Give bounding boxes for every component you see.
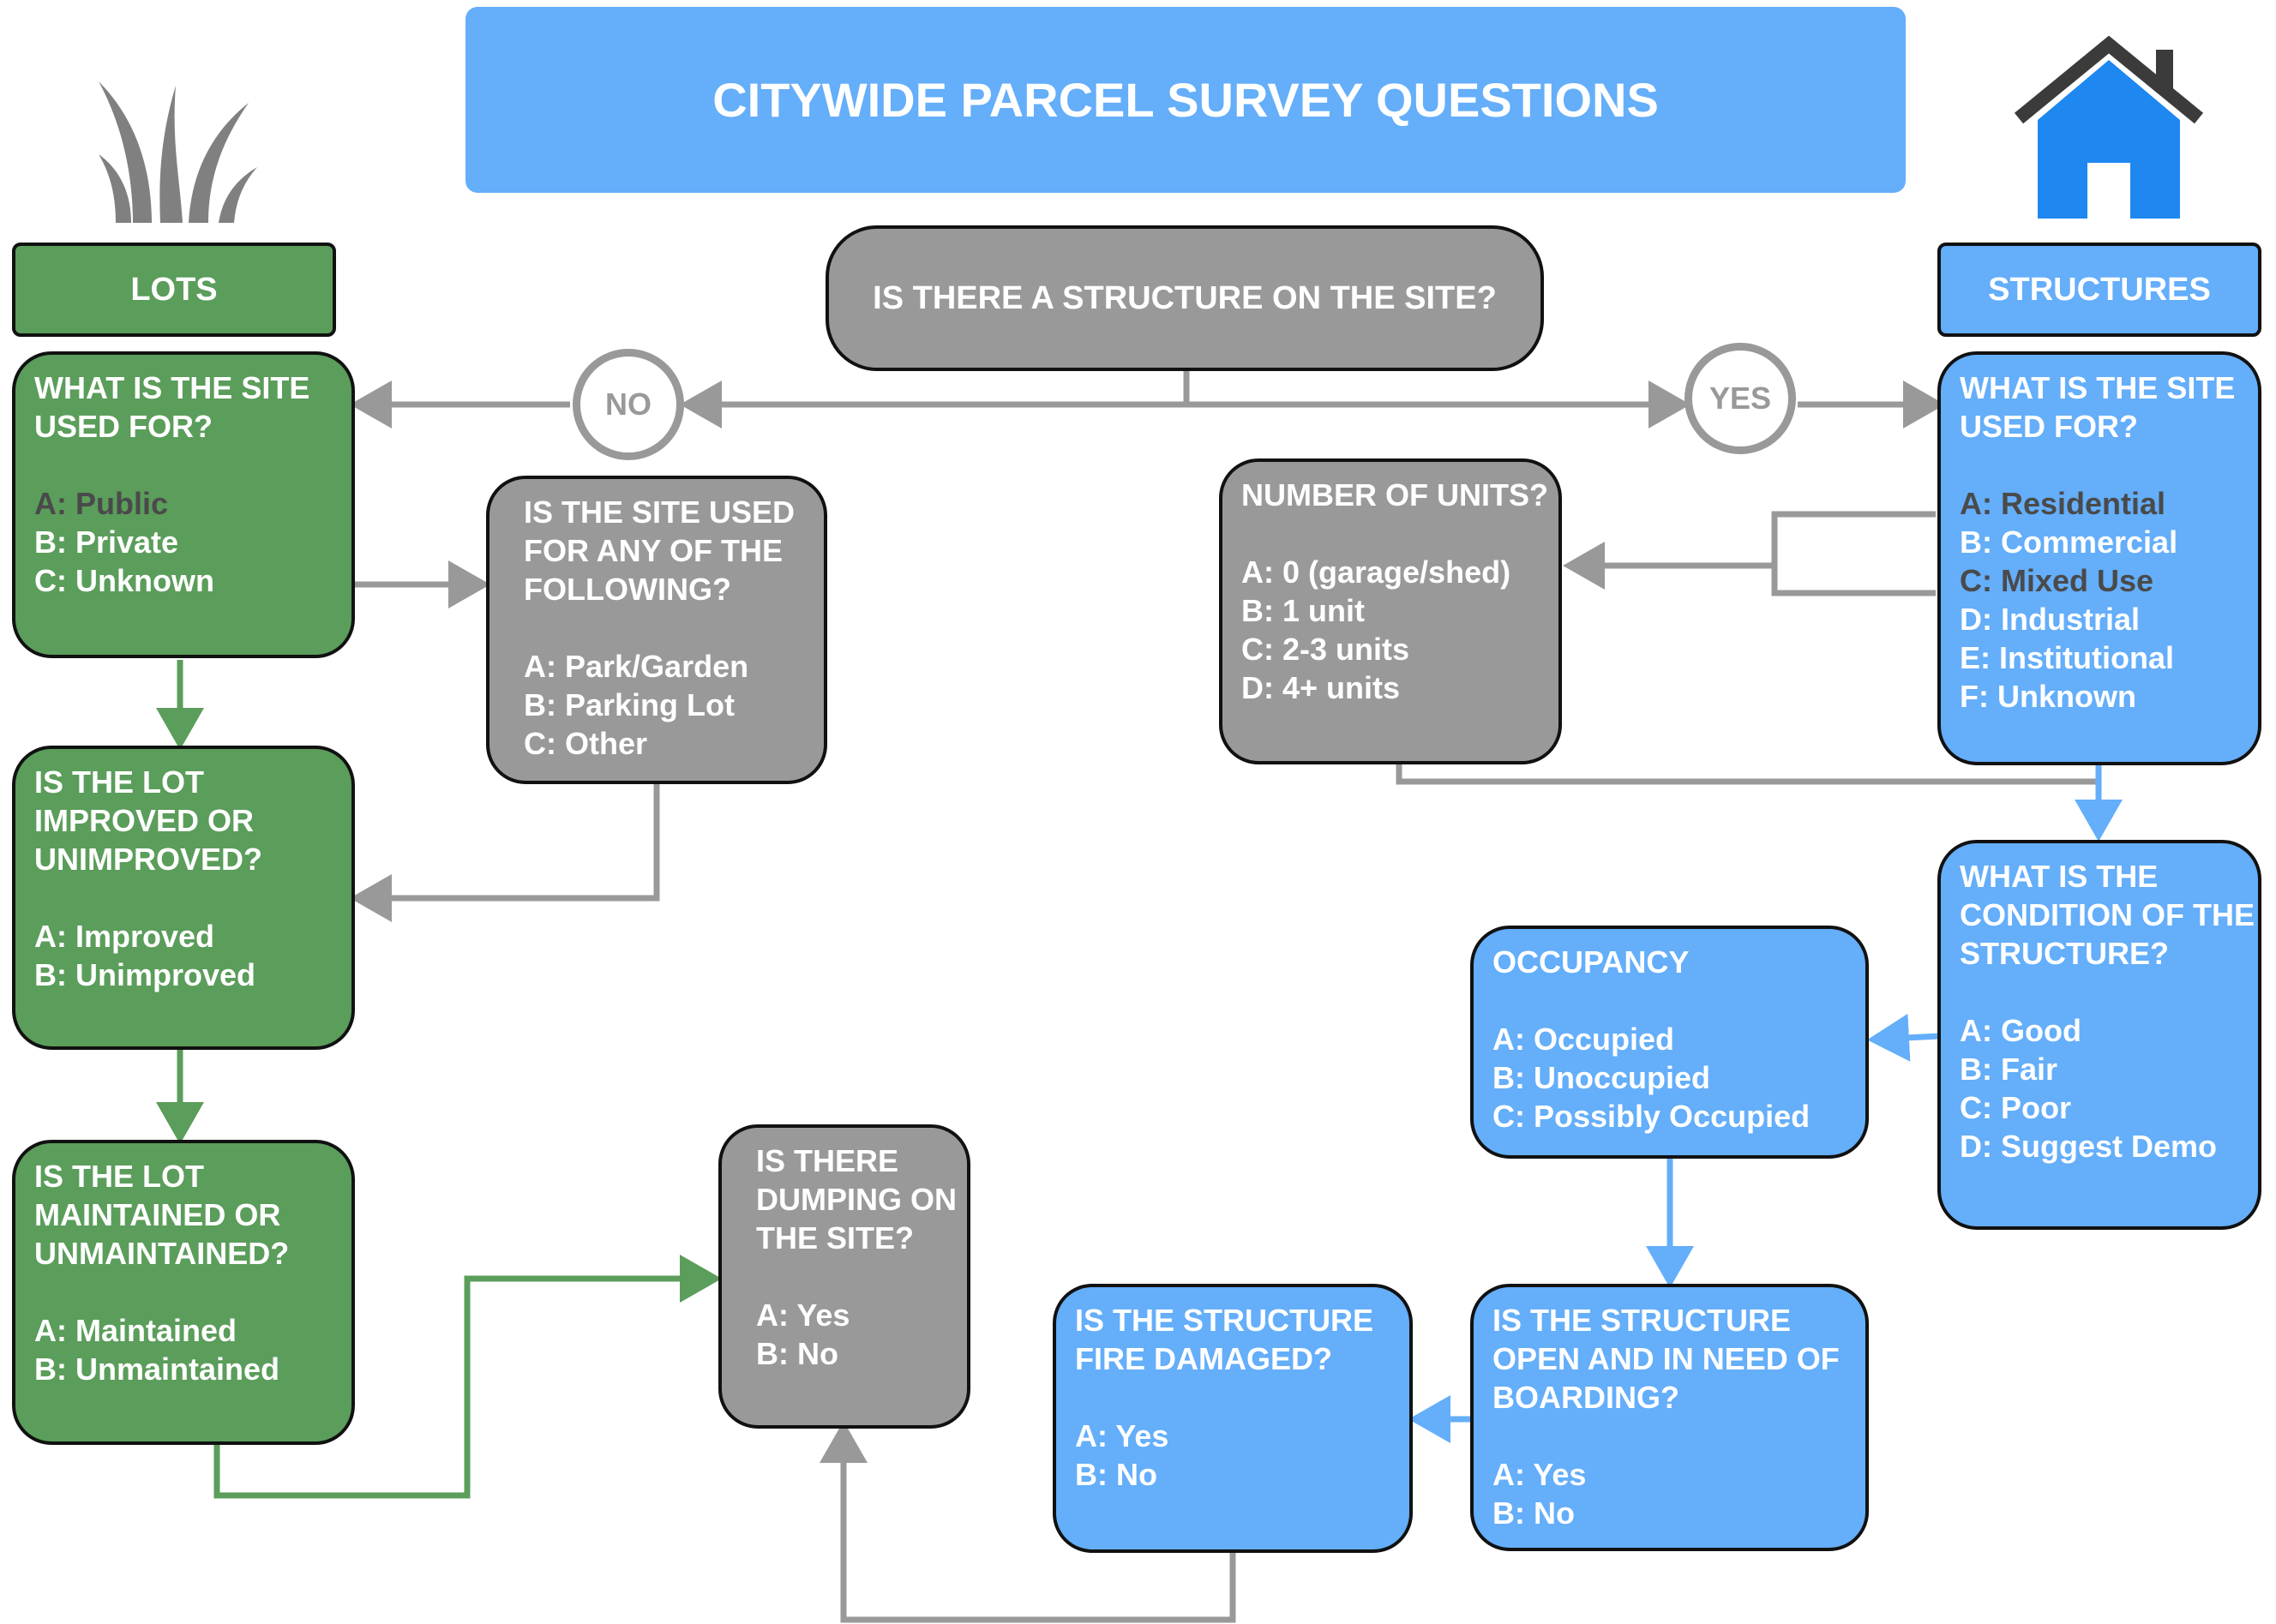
question-line: WHAT IS THE bbox=[1960, 859, 2159, 894]
structures-header-label: STRUCTURES bbox=[1988, 271, 2211, 308]
question-line: OCCUPANCY bbox=[1492, 944, 1690, 980]
option-possibly-occupied: C: Possibly Occupied bbox=[1492, 1099, 1811, 1134]
option-4-plus-units: D: 4+ units bbox=[1241, 670, 1401, 705]
option-residential: A: Residential bbox=[1960, 486, 2166, 521]
question-line: IS THE STRUCTURE bbox=[1492, 1303, 1792, 1338]
question-line: DUMPING ON bbox=[756, 1182, 957, 1217]
option-unknown: F: Unknown bbox=[1960, 679, 2136, 714]
question-line: UNMAINTAINED? bbox=[34, 1236, 290, 1271]
option-public: A: Public bbox=[34, 486, 169, 521]
root-question-text: IS THERE A STRUCTURE ON THE SITE? bbox=[873, 279, 1497, 316]
question-line: FOR ANY OF THE bbox=[524, 533, 784, 568]
option-unimproved: B: Unimproved bbox=[34, 957, 256, 992]
question-line: IS THE LOT bbox=[34, 764, 204, 800]
arrow-residential-to-units bbox=[1569, 511, 1936, 593]
grass-icon bbox=[99, 81, 257, 223]
arrow-fire-to-dumping bbox=[820, 1421, 1236, 1623]
question-line: IS THE STRUCTURE bbox=[1075, 1303, 1374, 1338]
question-line: WHAT IS THE SITE bbox=[34, 370, 310, 405]
option-0-units: A: 0 (garage/shed) bbox=[1241, 554, 1511, 590]
house-icon bbox=[2014, 35, 2204, 219]
connector-units-to-condition bbox=[1396, 763, 2099, 785]
option-fair: B: Fair bbox=[1960, 1052, 2058, 1087]
question-line: FIRE DAMAGED? bbox=[1075, 1341, 1332, 1376]
lot-improved-node: IS THE LOT IMPROVED OR UNIMPROVED? A: Im… bbox=[12, 746, 355, 1050]
arrow-site-following-to-improved bbox=[350, 784, 660, 922]
option-no: B: No bbox=[1075, 1457, 1157, 1492]
option-improved: A: Improved bbox=[34, 919, 215, 954]
lots-site-use-node: WHAT IS THE SITE USED FOR? A: Public B: … bbox=[12, 351, 355, 658]
page-title-banner: CITYWIDE PARCEL SURVEY QUESTIONS bbox=[465, 7, 1906, 193]
struct-site-use-node: WHAT IS THE SITE USED FOR? A: Residentia… bbox=[1937, 351, 2261, 765]
option-maintained: A: Maintained bbox=[34, 1313, 237, 1348]
question-line: IS THERE bbox=[756, 1143, 899, 1178]
site-following-node: IS THE SITE USED FOR ANY OF THE FOLLOWIN… bbox=[486, 476, 827, 784]
branch-no-circle: NO bbox=[573, 349, 684, 460]
fire-damaged-node: IS THE STRUCTURE FIRE DAMAGED? A: Yes B:… bbox=[1053, 1284, 1413, 1553]
option-unmaintained: B: Unmaintained bbox=[34, 1351, 280, 1387]
question-line: IMPROVED OR bbox=[34, 803, 255, 838]
option-yes: A: Yes bbox=[1075, 1418, 1169, 1453]
option-park-garden: A: Park/Garden bbox=[524, 649, 749, 684]
structures-header: STRUCTURES bbox=[1937, 243, 2261, 337]
option-industrial: D: Industrial bbox=[1960, 602, 2141, 637]
option-occupied: A: Occupied bbox=[1492, 1022, 1675, 1057]
root-question-node: IS THERE A STRUCTURE ON THE SITE? bbox=[826, 225, 1544, 371]
question-line: THE SITE? bbox=[756, 1220, 915, 1255]
arrow-condition-to-occupancy bbox=[1867, 1013, 1940, 1062]
option-no: B: No bbox=[756, 1336, 838, 1371]
question-line: MAINTAINED OR bbox=[34, 1197, 281, 1232]
question-line: WHAT IS THE SITE bbox=[1960, 370, 2236, 405]
branch-no-label: NO bbox=[605, 387, 652, 422]
option-unoccupied: B: Unoccupied bbox=[1492, 1060, 1711, 1095]
question-line: FOLLOWING? bbox=[524, 572, 731, 607]
condition-node: WHAT IS THE CONDITION OF THE STRUCTURE? … bbox=[1937, 840, 2261, 1230]
option-mixed-use: C: Mixed Use bbox=[1960, 563, 2154, 598]
question-line: STRUCTURE? bbox=[1960, 936, 2169, 971]
question-line: UNIMPROVED? bbox=[34, 842, 263, 877]
option-good: A: Good bbox=[1960, 1013, 2081, 1048]
question-line: CONDITION OF THE bbox=[1960, 897, 2255, 932]
lot-maintained-node: IS THE LOT MAINTAINED OR UNMAINTAINED? A… bbox=[12, 1140, 355, 1445]
page-title: CITYWIDE PARCEL SURVEY QUESTIONS bbox=[712, 73, 1659, 127]
option-2-3-units: C: 2-3 units bbox=[1241, 632, 1410, 667]
question-line: USED FOR? bbox=[1960, 409, 2139, 444]
question-line: IS THE SITE USED bbox=[524, 494, 796, 530]
question-line: BOARDING? bbox=[1492, 1380, 1679, 1415]
option-poor: C: Poor bbox=[1960, 1090, 2071, 1125]
option-yes: A: Yes bbox=[756, 1297, 850, 1333]
boarding-node: IS THE STRUCTURE OPEN AND IN NEED OF BOA… bbox=[1470, 1284, 1869, 1551]
option-commercial: B: Commercial bbox=[1960, 524, 2178, 560]
units-node: NUMBER OF UNITS? A: 0 (garage/shed) B: 1… bbox=[1219, 458, 1562, 764]
question-line: USED FOR? bbox=[34, 409, 213, 444]
question-line: OPEN AND IN NEED OF bbox=[1492, 1341, 1840, 1376]
occupancy-node: OCCUPANCY A: Occupied B: Unoccupied C: P… bbox=[1470, 926, 1869, 1159]
lots-header: LOTS bbox=[12, 243, 336, 337]
option-yes: A: Yes bbox=[1492, 1457, 1587, 1492]
question-line: NUMBER OF UNITS? bbox=[1241, 477, 1548, 512]
question-line: IS THE LOT bbox=[34, 1159, 204, 1194]
option-institutional: E: Institutional bbox=[1960, 640, 2174, 675]
option-parking-lot: B: Parking Lot bbox=[524, 687, 736, 722]
lots-header-label: LOTS bbox=[130, 271, 218, 308]
dumping-node: IS THERE DUMPING ON THE SITE? A: Yes B: … bbox=[718, 1124, 970, 1429]
branch-yes-circle: YES bbox=[1684, 343, 1796, 454]
option-1-unit: B: 1 unit bbox=[1241, 593, 1365, 628]
option-other: C: Other bbox=[524, 726, 647, 761]
option-no: B: No bbox=[1492, 1495, 1575, 1531]
arrow-maintained-to-dumping bbox=[213, 1255, 722, 1499]
option-private: B: Private bbox=[34, 524, 179, 560]
option-suggest-demo: D: Suggest Demo bbox=[1960, 1129, 2218, 1164]
branch-yes-label: YES bbox=[1709, 381, 1772, 416]
connector-root-to-branches bbox=[686, 370, 1684, 408]
option-unknown: C: Unknown bbox=[34, 563, 214, 598]
